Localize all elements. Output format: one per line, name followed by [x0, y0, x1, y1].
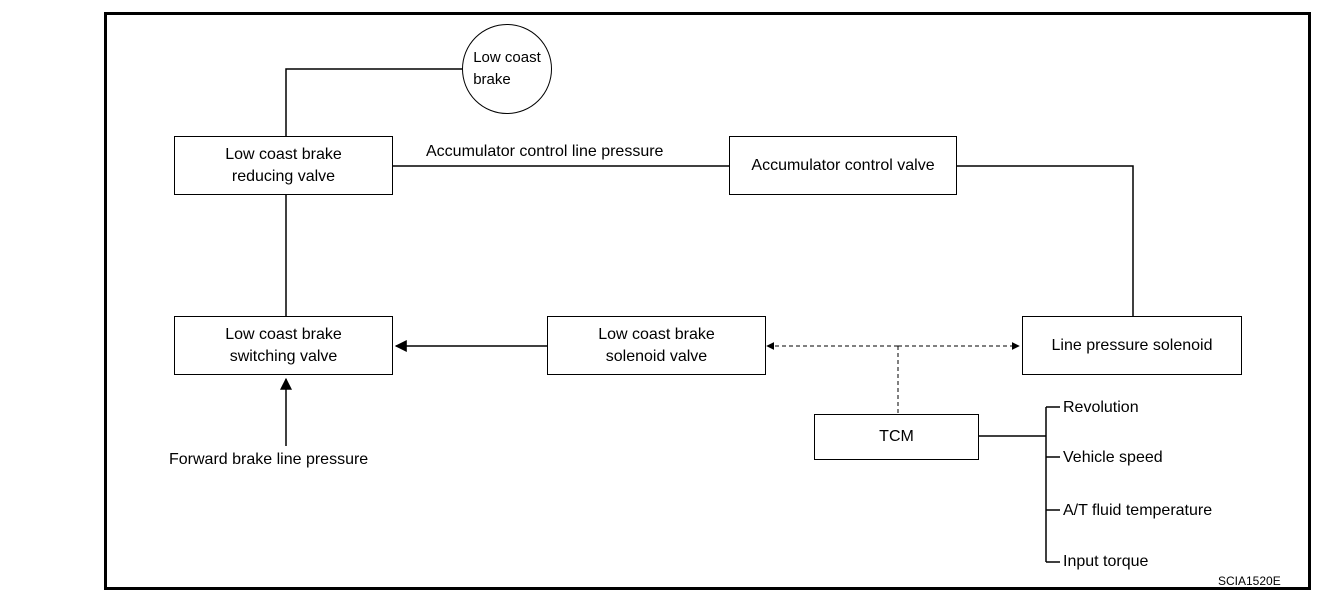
line-accumulator-to-solenoid	[957, 165, 1134, 316]
diagram-frame	[104, 12, 1311, 590]
input-fluid-temperature: A/T fluid temperature	[1063, 502, 1213, 519]
line-pressure-solenoid-node: Line pressure solenoid	[1022, 316, 1242, 375]
solenoid-valve-node: Low coast brake solenoid valve	[547, 316, 766, 375]
switching-valve-label: Low coast brake switching valve	[225, 325, 342, 365]
low-coast-brake-node: Low coast brake	[462, 24, 552, 114]
input-vehicle-speed: Vehicle speed	[1063, 449, 1163, 466]
reducing-valve-label: Low coast brake reducing valve	[225, 145, 342, 185]
low-coast-brake-label: Low coast brake	[473, 49, 541, 88]
tcm-label: TCM	[879, 428, 914, 445]
tcm-node: TCM	[814, 414, 979, 460]
figure-code: SCIA1520E	[1218, 574, 1281, 588]
forward-brake-label: Forward brake line pressure	[169, 451, 369, 468]
accumulator-valve-node: Accumulator control valve	[729, 136, 957, 195]
reducing-valve-node: Low coast brake reducing valve	[174, 136, 393, 195]
line-pressure-solenoid-label: Line pressure solenoid	[1051, 336, 1213, 354]
solenoid-valve-label: Low coast brake solenoid valve	[598, 325, 715, 365]
accumulator-valve-label: Accumulator control valve	[751, 156, 935, 174]
switching-valve-node: Low coast brake switching valve	[174, 316, 393, 375]
line-reducing-to-brake	[285, 68, 462, 136]
accumulator-line-label: Accumulator control line pressure	[426, 143, 664, 160]
input-revolution: Revolution	[1063, 399, 1139, 416]
input-torque: Input torque	[1063, 553, 1149, 570]
